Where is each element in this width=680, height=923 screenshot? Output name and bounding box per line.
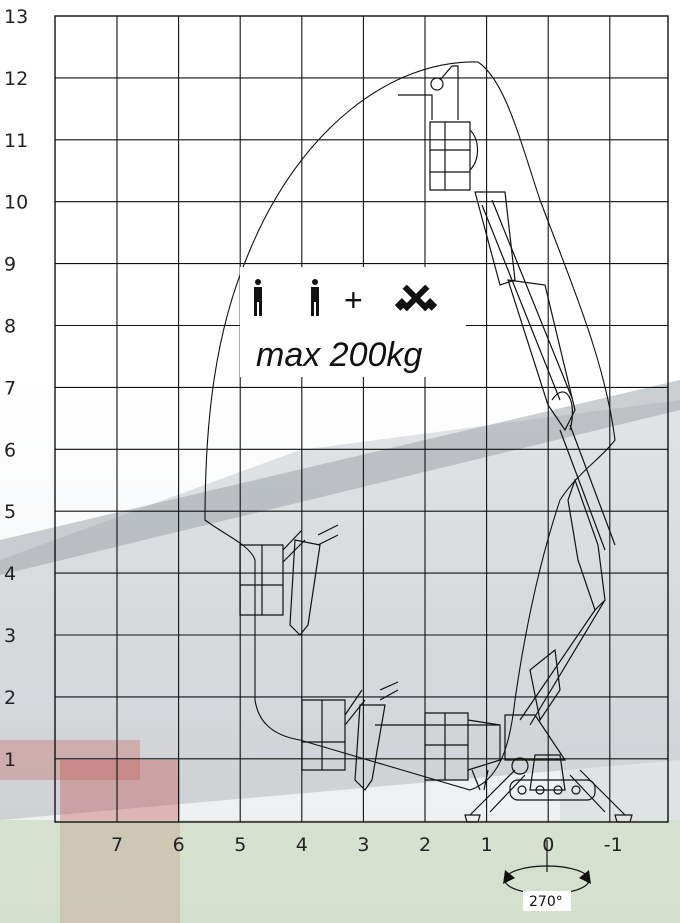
chart-frame: [54, 15, 669, 823]
grid: [55, 16, 668, 822]
x-tick-label: 2: [419, 834, 431, 856]
x-tick-label: 7: [111, 834, 123, 856]
y-tick-label: 2: [4, 687, 16, 709]
y-tick-label: 11: [4, 130, 28, 152]
y-tick-label: 3: [4, 625, 16, 647]
y-tick-label: 5: [4, 501, 16, 523]
rotation-label: 270°: [529, 894, 563, 910]
y-tick-label: 8: [4, 316, 16, 338]
y-tick-label: 10: [4, 192, 28, 214]
max-load-label: max 200kg: [256, 336, 422, 374]
person-icon: [254, 279, 262, 316]
y-axis-labels: 13 12 11 10 9 8 7 6 5 4 3 2 1: [4, 6, 28, 771]
x-tick-label: -1: [604, 834, 623, 856]
y-tick-label: 12: [4, 68, 28, 90]
x-tick-label: 0: [542, 834, 554, 856]
y-tick-label: 9: [4, 254, 16, 276]
y-tick-label: 1: [4, 749, 16, 771]
working-envelope: [204, 61, 616, 791]
x-tick-label: 4: [296, 834, 308, 856]
y-tick-label: 6: [4, 439, 16, 461]
capacity-panel: + max 200kg: [240, 267, 466, 377]
background-photo: [0, 380, 680, 923]
x-axis-labels: 7 6 5 4 3 2 1 0 -1: [111, 834, 623, 856]
x-tick-label: 5: [234, 834, 246, 856]
y-tick-label: 7: [4, 377, 16, 399]
x-tick-label: 1: [481, 834, 493, 856]
rotation-indicator: 270°: [503, 840, 591, 911]
aerial-platform-drawing: [239, 65, 633, 823]
y-tick-label: 4: [4, 563, 16, 585]
plus-sign: +: [344, 282, 363, 318]
y-tick-label: 13: [4, 6, 28, 28]
tools-icon: [394, 284, 438, 312]
x-tick-label: 6: [173, 834, 185, 856]
person-icon: [311, 279, 319, 316]
capacity-box: [240, 267, 466, 377]
x-tick-label: 3: [357, 834, 369, 856]
